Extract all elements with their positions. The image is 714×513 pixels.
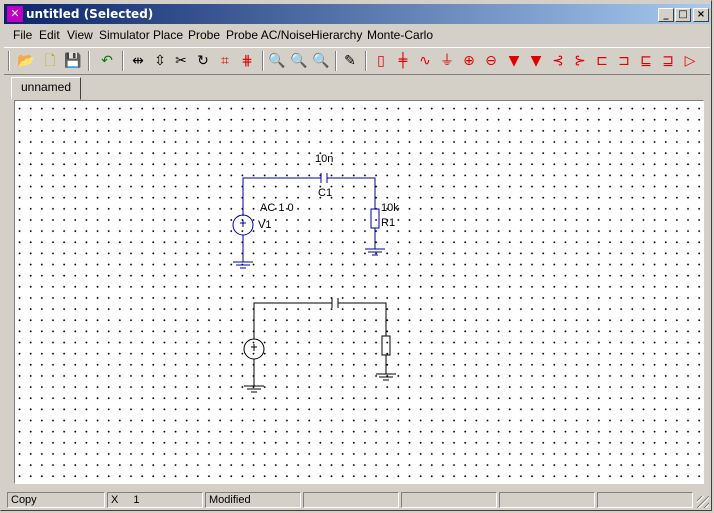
- wire: [327, 177, 376, 209]
- diode-icon[interactable]: ▼: [508, 53, 520, 69]
- inductor-icon[interactable]: ∿: [419, 53, 431, 69]
- menu-view[interactable]: View: [67, 28, 93, 42]
- source-ref-label: V1: [258, 219, 271, 231]
- schematic-drawing: 10n C1 AC 1 0 V1 10k R1: [232, 153, 399, 393]
- resistor-ref-label: R1: [381, 217, 395, 229]
- coord-label: X: [111, 494, 119, 506]
- toolbar-separator: [262, 51, 264, 71]
- cut-icon[interactable]: ✂: [175, 53, 187, 69]
- menu-edit[interactable]: Edit: [39, 28, 60, 42]
- pjfet-icon[interactable]: ⊒: [662, 53, 674, 69]
- zoom-fit-icon[interactable]: 🔍: [268, 53, 286, 69]
- pmos-icon[interactable]: ⊐: [618, 53, 630, 69]
- delete-wire-icon[interactable]: ⌗: [221, 53, 229, 69]
- toolbar-separator: [8, 51, 10, 71]
- toolbar-separator: [122, 51, 124, 71]
- flip-horizontal-icon[interactable]: ⇹: [132, 53, 144, 69]
- status-state: Modified: [205, 492, 301, 508]
- njfet-icon[interactable]: ⊑: [640, 53, 652, 69]
- voltage-source-icon[interactable]: ⊕: [463, 53, 475, 69]
- source-value-label: AC 1 0: [260, 202, 294, 214]
- status-coordinates: X 1: [107, 492, 203, 508]
- status-pane-empty: [401, 492, 497, 508]
- toolbar: 📂 🗋 💾 ↶ ⇹ ⇳ ✂ ↻ ⌗ ⋕ 🔍 🔍 🔍 ✎ ▯ ╪ ∿ ⏚ ⊕ ⊖ …: [4, 47, 710, 75]
- coord-value: 1: [133, 494, 140, 506]
- delete-node-icon[interactable]: ⋕: [241, 53, 253, 69]
- wire: [338, 302, 387, 336]
- close-button[interactable]: ×: [693, 8, 709, 22]
- maximize-button[interactable]: □: [675, 8, 691, 22]
- capacitor-value-label: 10n: [315, 153, 333, 165]
- pnp-transistor-icon[interactable]: ⊱: [574, 53, 586, 69]
- zener-diode-icon[interactable]: ▼: [530, 53, 542, 69]
- ground-icon[interactable]: ⏚: [440, 53, 454, 69]
- status-pane-empty: [499, 492, 595, 508]
- resistor-value-label: 10k: [381, 202, 399, 214]
- undo-icon[interactable]: ↶: [101, 53, 113, 69]
- zoom-out-icon[interactable]: 🔍: [290, 53, 308, 69]
- app-icon: ✕: [7, 6, 23, 22]
- toolbar-separator: [365, 51, 367, 71]
- schematic-canvas[interactable]: 10n C1 AC 1 0 V1 10k R1: [14, 100, 704, 484]
- toolbar-separator: [335, 51, 337, 71]
- tab-unnamed[interactable]: unnamed: [11, 77, 81, 100]
- menu-simulator[interactable]: Simulator: [99, 28, 150, 42]
- wire-pencil-icon[interactable]: ✎: [344, 53, 356, 69]
- npn-transistor-icon[interactable]: ⊰: [552, 53, 564, 69]
- menu-hierarchy[interactable]: Hierarchy: [311, 28, 363, 42]
- status-pane-empty: [303, 492, 399, 508]
- menu-probe[interactable]: Probe: [188, 28, 221, 42]
- menu-bar: File Edit View Simulator Place Probe Pro…: [4, 25, 710, 45]
- copied-circuit[interactable]: [243, 298, 396, 393]
- new-file-icon[interactable]: 🗋: [44, 53, 56, 69]
- wire: [253, 302, 332, 339]
- opamp-icon[interactable]: ▷: [684, 53, 696, 69]
- wire: [242, 177, 321, 216]
- flip-vertical-icon[interactable]: ⇳: [154, 53, 166, 69]
- save-icon[interactable]: 💾: [64, 53, 82, 69]
- resistor-body: [381, 335, 391, 356]
- nmos-icon[interactable]: ⊏: [596, 53, 608, 69]
- resize-grip[interactable]: [697, 496, 709, 508]
- menu-probe-ac-noise[interactable]: Probe AC/Noise: [226, 28, 312, 42]
- capacitor-ref-label: C1: [318, 187, 332, 199]
- menu-place[interactable]: Place: [153, 28, 184, 42]
- resistor-body: [370, 208, 380, 229]
- open-folder-icon[interactable]: 📂: [17, 53, 35, 69]
- selected-circuit[interactable]: [232, 173, 385, 269]
- menu-file[interactable]: File: [13, 28, 33, 42]
- rotate-icon[interactable]: ↻: [197, 53, 209, 69]
- toolbar-separator: [88, 51, 90, 71]
- menu-monte-carlo[interactable]: Monte-Carlo: [367, 28, 434, 42]
- document-tabs: unnamed: [4, 75, 710, 100]
- zoom-in-icon[interactable]: 🔍: [312, 53, 330, 69]
- window-title: untitled (Selected): [26, 7, 154, 21]
- status-mode: Copy: [7, 492, 105, 508]
- minimize-button[interactable]: _: [658, 8, 674, 22]
- status-pane-empty: [597, 492, 693, 508]
- current-source-icon[interactable]: ⊖: [485, 53, 497, 69]
- resistor-icon[interactable]: ▯: [377, 53, 385, 69]
- status-bar: Copy X 1 Modified: [4, 491, 710, 509]
- capacitor-icon[interactable]: ╪: [398, 53, 408, 69]
- title-bar[interactable]: ✕ untitled (Selected) _ □ ×: [4, 4, 710, 24]
